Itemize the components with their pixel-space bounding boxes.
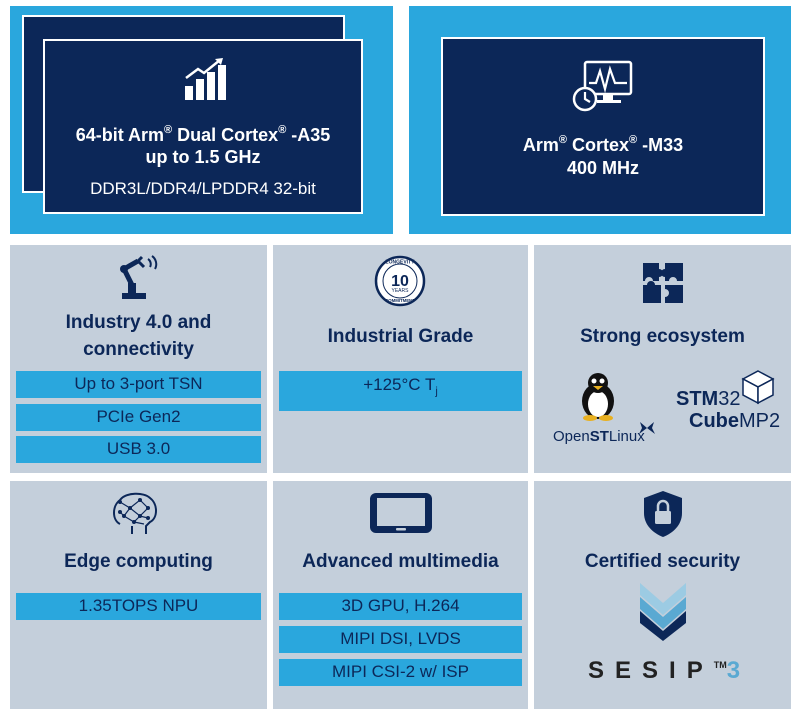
bar-pcie: PCIe Gen2 <box>16 404 261 431</box>
longevity-badge-icon: LONGEVITY 10 YEARS COMMITMENT <box>374 255 426 307</box>
tile-industrial-grade: LONGEVITY 10 YEARS COMMITMENT Industrial… <box>273 245 528 473</box>
tile-ecosystem: Strong ecosystem OpenSTLinux STM32 CubeM… <box>534 245 791 473</box>
monitor-clock-icon <box>572 60 633 112</box>
top-left-line1: 64-bit Arm® Dual Cortex® -A35 <box>75 124 331 145</box>
tile-edge-title: Edge computing <box>64 551 213 572</box>
top-left-line3: DDR3L/DDR4/LPDDR4 32-bit <box>90 179 316 198</box>
bar-csi: MIPI CSI-2 w/ ISP <box>279 659 522 686</box>
tile-security-title: Certified security <box>584 551 741 572</box>
svg-text:YEARS: YEARS <box>392 288 410 294</box>
svg-text:10: 10 <box>391 273 409 290</box>
robot-arm-icon <box>120 255 158 299</box>
bar-tsn: Up to 3-port TSN <box>16 371 261 398</box>
top-left-card: 64-bit Arm® Dual Cortex® -A35 up to 1.5 … <box>43 39 363 214</box>
svg-text:COMMITMENT: COMMITMENT <box>385 298 415 303</box>
brain-network-icon <box>113 492 157 534</box>
top-left-line2: up to 1.5 GHz <box>145 147 261 167</box>
tile-industrial-title: Industrial Grade <box>327 326 474 347</box>
bar-gpu: 3D GPU, H.264 <box>279 593 522 620</box>
bar-temperature: +125°C Tj <box>279 371 522 411</box>
top-right-line1: Arm® Cortex® -M33 <box>522 134 684 155</box>
top-right-card: Arm® Cortex® -M33 400 MHz <box>441 37 765 216</box>
tile-ecosystem-title: Strong ecosystem <box>580 326 745 347</box>
bar-npu: 1.35TOPS NPU <box>16 593 261 620</box>
bar-dsi: MIPI DSI, LVDS <box>279 626 522 653</box>
svg-text:LONGEVITY: LONGEVITY <box>386 260 416 266</box>
cubemp2-logo: CubeMP2 <box>689 410 781 432</box>
sesip-logo: SESIPTM3 <box>588 657 741 684</box>
shield-lock-icon <box>644 491 682 537</box>
growth-bar-chart-icon <box>185 58 226 100</box>
tablet-icon <box>370 493 432 533</box>
tile-industry-title: Industry 4.0 and connectivity <box>65 312 212 360</box>
tile-multimedia-title: Advanced multimedia <box>302 551 499 572</box>
stm32-logo: STM32 <box>676 388 741 410</box>
tile-security: Certified security SESIPTM3 <box>534 481 791 709</box>
cube-icon <box>741 370 775 405</box>
tile-edge-computing: Edge computing 1.35TOPS NPU <box>10 481 267 709</box>
top-right-line2: 400 MHz <box>566 158 640 178</box>
tile-multimedia: Advanced multimedia 3D GPU, H.264 MIPI D… <box>273 481 528 709</box>
butterfly-icon <box>639 422 655 434</box>
bar-usb: USB 3.0 <box>16 436 261 463</box>
openstlinux-logo: OpenSTLinux <box>553 428 645 445</box>
puzzle-icon <box>643 263 683 303</box>
tile-industry: Industry 4.0 and connectivity Up to 3-po… <box>10 245 267 473</box>
tux-penguin-icon <box>582 373 614 421</box>
sesip-chevrons-icon <box>640 583 686 641</box>
